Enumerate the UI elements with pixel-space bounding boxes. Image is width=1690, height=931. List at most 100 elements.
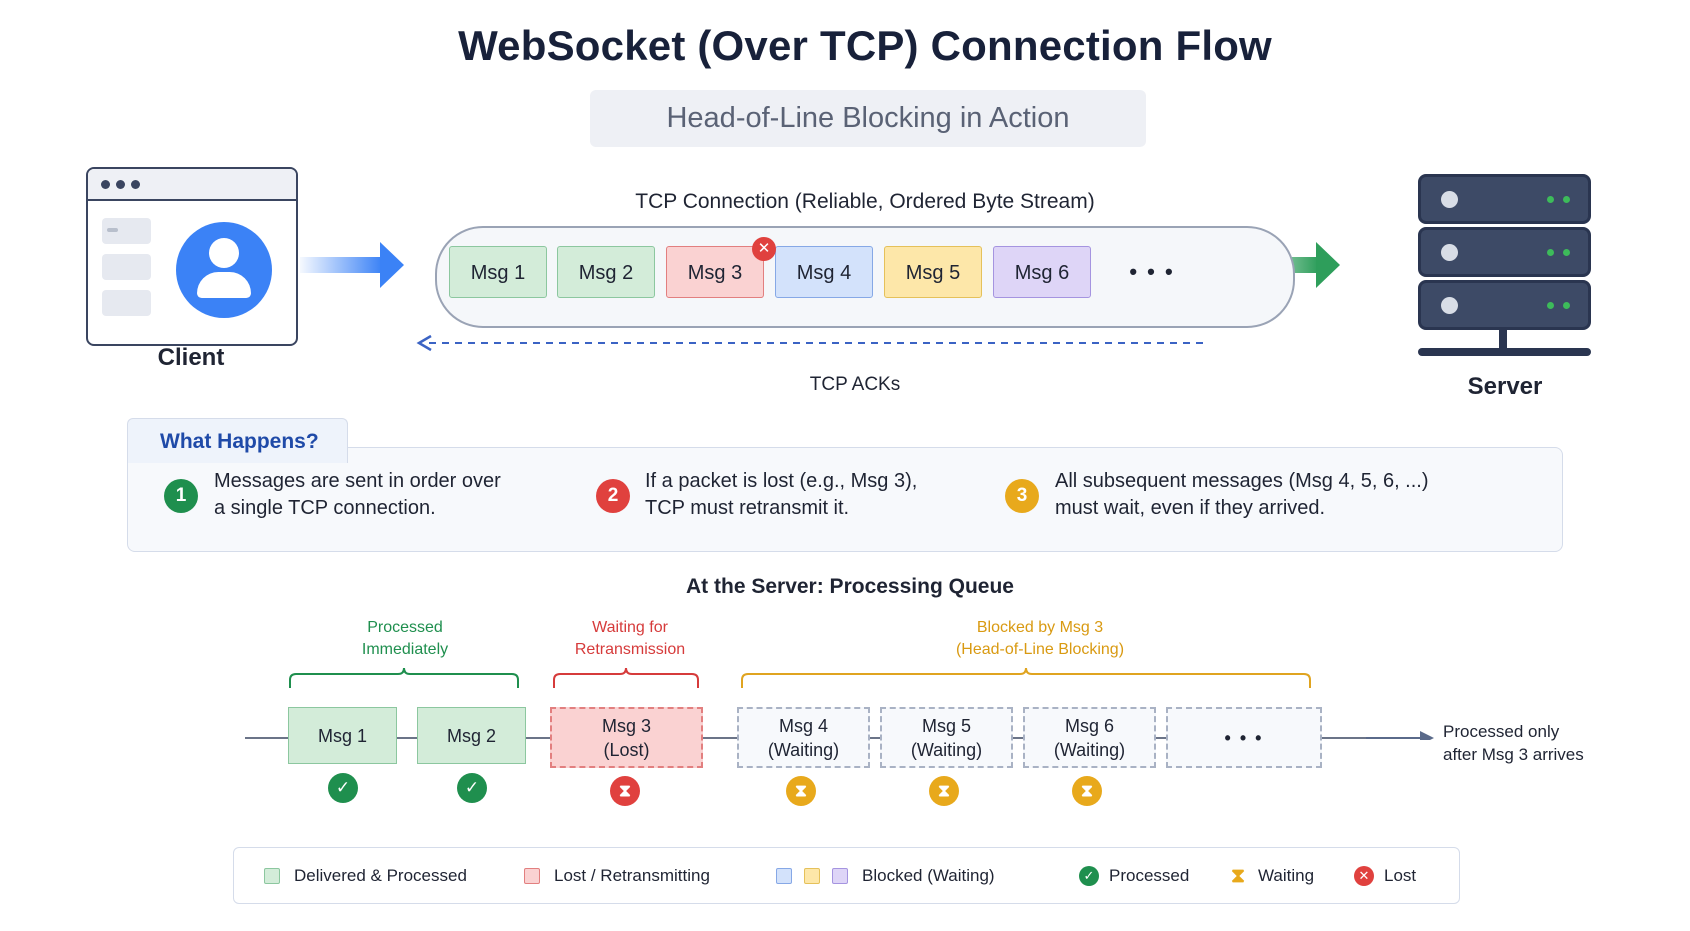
step-1-text: Messages are sent in order over a single… bbox=[214, 468, 501, 522]
tcp-acks-label: TCP ACKs bbox=[809, 374, 901, 395]
brace-blocked bbox=[741, 667, 1311, 688]
server-status-light bbox=[1547, 249, 1554, 256]
step-line: TCP must retransmit it. bbox=[645, 497, 850, 519]
client-label: Client bbox=[157, 344, 225, 371]
hourglass-icon: ⧗ bbox=[786, 776, 816, 806]
legend-item-waiting: ⧗ Waiting bbox=[1228, 848, 1314, 903]
legend-swatch bbox=[776, 867, 792, 884]
legend-item-lost-retransmitting: Lost / Retransmitting bbox=[524, 848, 710, 903]
group-label-blocked: Blocked by Msg 3 (Head-of-Line Blocking) bbox=[890, 617, 1190, 661]
queue-msg-3: Msg 3 (Lost) bbox=[550, 707, 703, 768]
step-line: All subsequent messages (Msg 4, 5, 6, ..… bbox=[1055, 470, 1429, 492]
group-label-processed: Processed Immediately bbox=[290, 617, 520, 661]
window-dot-icon bbox=[101, 180, 110, 189]
tcp-msg-2: Msg 2 bbox=[557, 246, 655, 298]
queue-msg-status: (Waiting) bbox=[910, 739, 983, 760]
server-led bbox=[1441, 244, 1458, 261]
lost-x-icon: ✕ bbox=[1354, 865, 1374, 886]
legend-swatch bbox=[524, 867, 540, 884]
check-icon: ✓ bbox=[1079, 865, 1099, 886]
legend-item-lost: ✕ Lost bbox=[1354, 848, 1416, 903]
server-unit bbox=[1418, 174, 1591, 224]
group-label-waiting: Waiting for Retransmission bbox=[530, 617, 730, 661]
group-line: Waiting for bbox=[592, 619, 668, 636]
legend-label: Lost / Retransmitting bbox=[554, 866, 710, 885]
browser-title-bar bbox=[88, 169, 296, 201]
tcp-ack-arrow-icon bbox=[416, 334, 1207, 352]
step-line: must wait, even if they arrived. bbox=[1055, 497, 1326, 519]
legend-label: Waiting bbox=[1258, 866, 1315, 885]
group-line: Processed bbox=[367, 619, 443, 636]
hourglass-icon: ⧗ bbox=[610, 776, 640, 806]
hourglass-icon: ⧗ bbox=[1230, 864, 1246, 887]
user-avatar-icon bbox=[176, 222, 272, 318]
legend-label: Delivered & Processed bbox=[294, 866, 467, 885]
server-status-light bbox=[1563, 196, 1570, 203]
queue-msg-status: (Lost) bbox=[603, 739, 650, 760]
server-stand bbox=[1499, 330, 1507, 350]
tcp-connection-tube: Msg 1 Msg 2 Msg 3 Msg 4 Msg 5 Msg 6 • • … bbox=[435, 226, 1295, 328]
group-line: Immediately bbox=[361, 641, 449, 658]
queue-msg-label: Msg 1 bbox=[317, 725, 368, 746]
browser-sidebar-block bbox=[102, 218, 151, 244]
check-icon: ✓ bbox=[328, 773, 358, 803]
server-status-light bbox=[1547, 302, 1554, 309]
legend: Delivered & Processed Lost / Retransmitt… bbox=[233, 847, 1460, 904]
legend-swatch bbox=[832, 867, 848, 884]
brace-processed bbox=[289, 667, 519, 688]
send-arrow-icon bbox=[300, 242, 404, 288]
server-unit bbox=[1418, 227, 1591, 277]
queue-msg-label: Msg 5 bbox=[921, 715, 972, 736]
tcp-connection-caption: TCP Connection (Reliable, Ordered Byte S… bbox=[635, 190, 1095, 213]
queue-msg-label: Msg 6 bbox=[1064, 715, 1115, 736]
avatar-body bbox=[197, 272, 251, 298]
legend-label: Processed bbox=[1109, 866, 1190, 885]
group-line: Blocked by Msg 3 bbox=[976, 619, 1104, 636]
step-line: Messages are sent in order over bbox=[214, 470, 501, 492]
hourglass-icon: ⧗ bbox=[1072, 776, 1102, 806]
check-icon: ✓ bbox=[457, 773, 487, 803]
legend-item-delivered: Delivered & Processed bbox=[264, 848, 467, 903]
tcp-msg-5: Msg 5 bbox=[884, 246, 982, 298]
queue-title: At the Server: Processing Queue bbox=[686, 575, 1014, 598]
tcp-msg-3: Msg 3 bbox=[666, 246, 764, 298]
server-status-light bbox=[1547, 196, 1554, 203]
server-base bbox=[1418, 348, 1591, 356]
step-number-badge: 1 bbox=[164, 479, 198, 513]
server-led bbox=[1441, 297, 1458, 314]
tcp-msg-1: Msg 1 bbox=[449, 246, 547, 298]
queue-end-note: Processed only after Msg 3 arrives bbox=[1443, 720, 1584, 766]
server-led bbox=[1441, 191, 1458, 208]
window-dot-icon bbox=[116, 180, 125, 189]
tcp-msg-4: Msg 4 bbox=[775, 246, 873, 298]
lost-x-icon: ✕ bbox=[752, 237, 776, 261]
what-happens-panel: 1 Messages are sent in order over a sing… bbox=[127, 447, 1563, 552]
queue-msg-label: Msg 2 bbox=[446, 725, 497, 746]
queue-msg-label: Msg 3 bbox=[601, 715, 652, 736]
browser-sidebar-block bbox=[102, 254, 151, 280]
server-label: Server bbox=[1467, 373, 1543, 400]
step-number-badge: 3 bbox=[1005, 479, 1039, 513]
browser-sidebar-block bbox=[102, 290, 151, 316]
diagram-title: WebSocket (Over TCP) Connection Flow bbox=[458, 22, 1272, 69]
queue-msg-label: Msg 4 bbox=[778, 715, 829, 736]
server-status-light bbox=[1563, 249, 1570, 256]
note-line: Processed only bbox=[1443, 722, 1560, 741]
legend-swatch bbox=[804, 867, 820, 884]
queue-msg-2: Msg 2 bbox=[417, 707, 526, 764]
tcp-msg-6: Msg 6 bbox=[993, 246, 1091, 298]
client-browser-window bbox=[86, 167, 298, 346]
hourglass-icon: ⧗ bbox=[929, 776, 959, 806]
legend-label: Blocked (Waiting) bbox=[862, 866, 995, 885]
window-dot-icon bbox=[131, 180, 140, 189]
queue-msg-status: (Waiting) bbox=[1053, 739, 1126, 760]
server-unit bbox=[1418, 280, 1591, 330]
legend-item-blocked: Blocked (Waiting) bbox=[776, 848, 995, 903]
legend-item-processed: ✓ Processed bbox=[1079, 848, 1189, 903]
what-happens-tab: What Happens? bbox=[127, 418, 348, 463]
step-number-badge: 2 bbox=[596, 479, 630, 513]
queue-more-ellipsis: • • • bbox=[1166, 707, 1322, 768]
server-status-light bbox=[1563, 302, 1570, 309]
brace-waiting bbox=[553, 667, 699, 688]
step-2-text: If a packet is lost (e.g., Msg 3), TCP m… bbox=[645, 468, 917, 522]
